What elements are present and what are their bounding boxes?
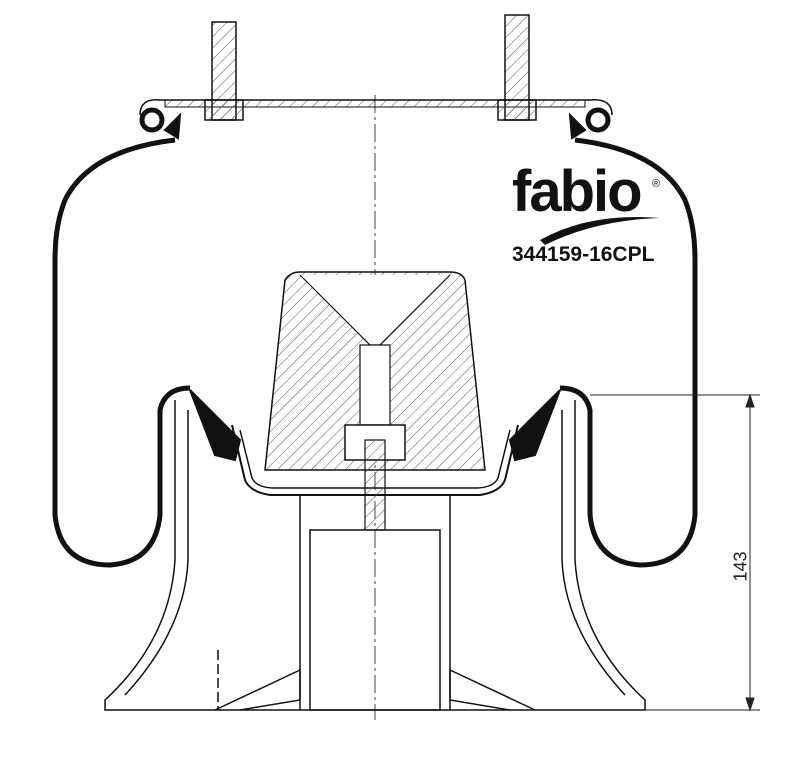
brand-logo: fabio xyxy=(512,159,643,224)
mounting-studs xyxy=(204,14,537,121)
logo-swoosh xyxy=(540,216,660,245)
top-plate xyxy=(139,99,613,116)
bumper-block xyxy=(264,271,486,531)
dimension-label: 143 xyxy=(730,551,751,582)
registered-mark: ® xyxy=(652,178,661,190)
rubber-bellows xyxy=(52,107,698,568)
height-dimension xyxy=(590,393,760,712)
part-number: 344159-16CPL xyxy=(512,243,655,266)
